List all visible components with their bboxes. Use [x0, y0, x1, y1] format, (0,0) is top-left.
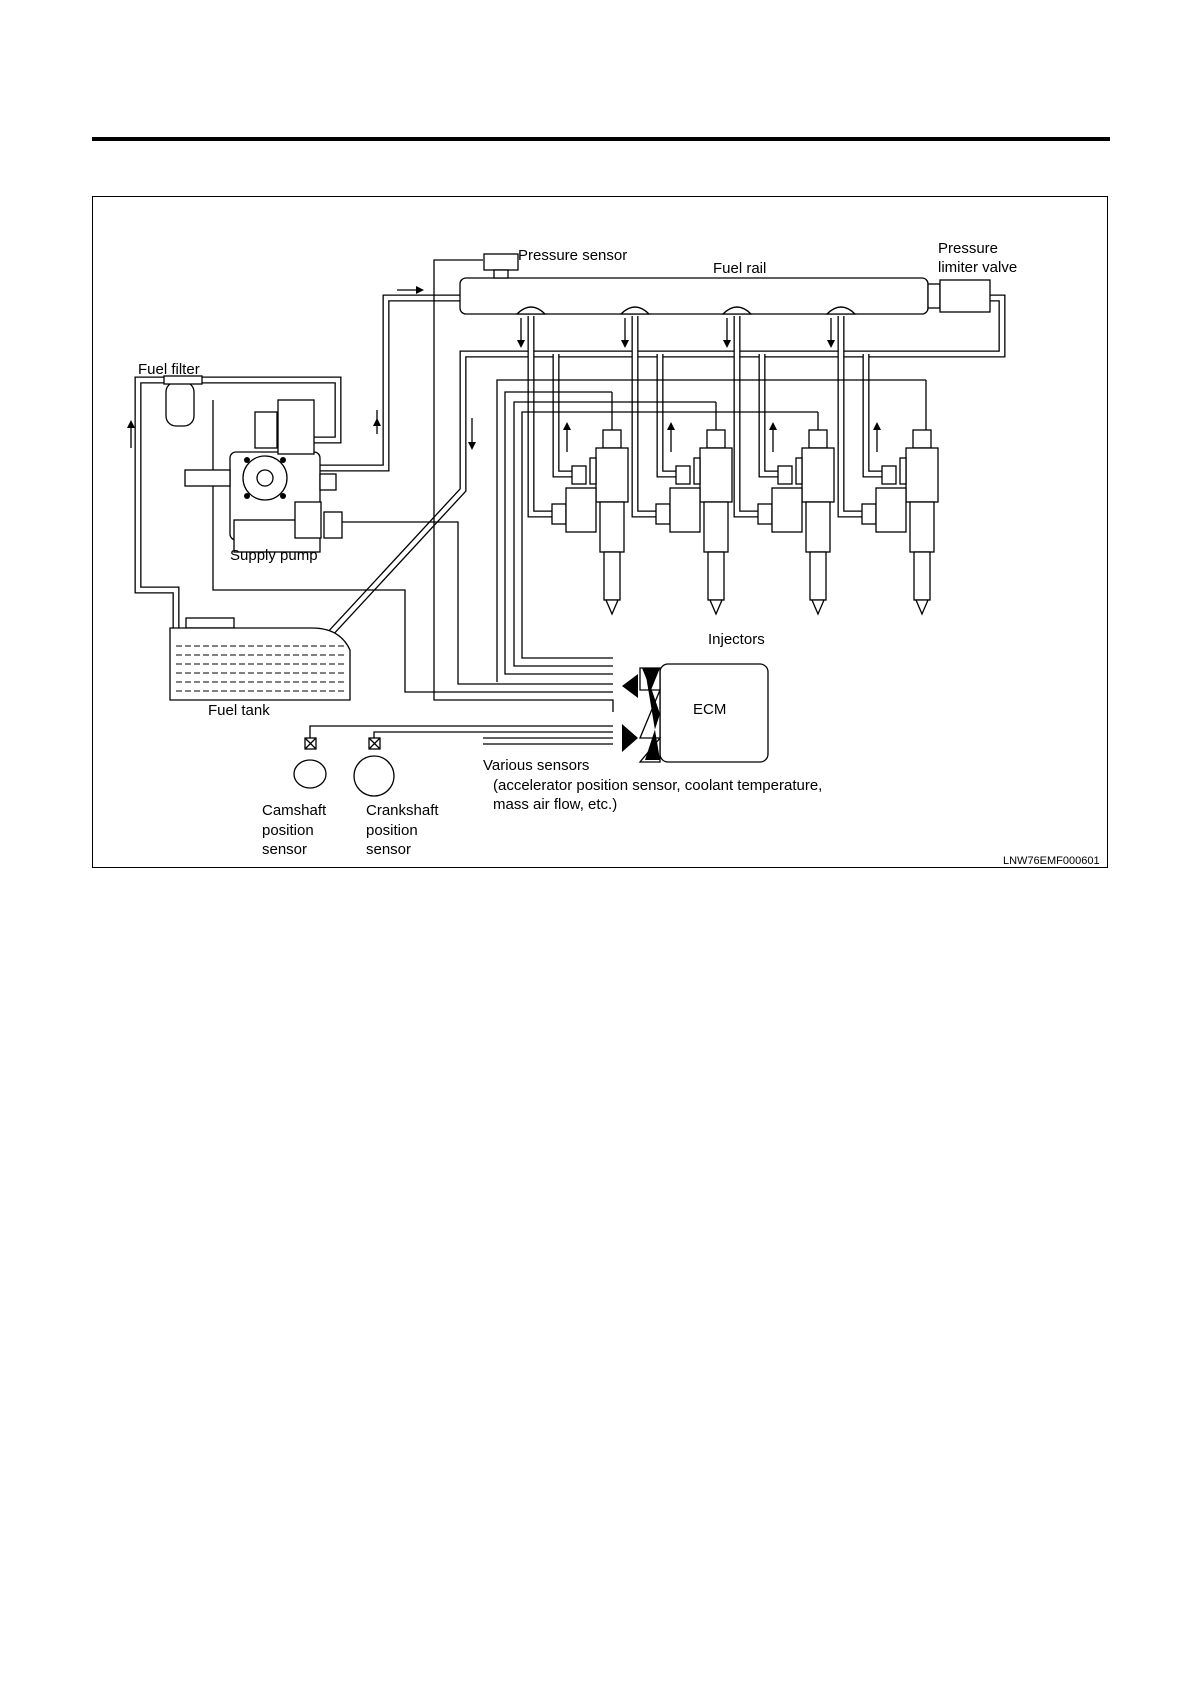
label-pressure-limiter-1: Pressure [938, 240, 998, 257]
label-pressure-limiter-2: limiter valve [938, 259, 1017, 276]
fuel-tank [170, 618, 350, 700]
injector-3 [758, 430, 834, 614]
injector-1 [552, 430, 628, 614]
label-injectors: Injectors [708, 631, 765, 648]
label-crankshaft-2: position [366, 822, 418, 839]
camshaft-position-sensor [294, 738, 326, 788]
injector-4 [862, 430, 938, 614]
label-various-sensors-3: mass air flow, etc.) [493, 796, 617, 813]
label-ecm: ECM [693, 701, 726, 718]
pressure-limiter-valve [928, 280, 990, 312]
label-camshaft-3: sensor [262, 841, 307, 858]
label-fuel-rail: Fuel rail [713, 260, 766, 277]
fuel-rail [460, 278, 928, 314]
injector-2 [656, 430, 732, 614]
label-pressure-sensor: Pressure sensor [518, 247, 627, 264]
label-crankshaft-1: Crankshaft [366, 802, 439, 819]
label-camshaft-2: position [262, 822, 314, 839]
label-various-sensors-2: (accelerator position sensor, coolant te… [493, 777, 822, 794]
pressure-sensor [484, 254, 518, 278]
crankshaft-position-sensor [354, 738, 394, 796]
label-various-sensors-1: Various sensors [483, 757, 589, 774]
label-camshaft-1: Camshaft [262, 802, 327, 819]
supply-pump [185, 400, 342, 552]
label-fuel-filter: Fuel filter [138, 361, 200, 378]
label-crankshaft-3: sensor [366, 841, 411, 858]
label-supply-pump: Supply pump [230, 547, 318, 564]
figure-code: LNW76EMF000601 [1003, 855, 1100, 867]
fuel-filter [164, 376, 202, 426]
label-fuel-tank: Fuel tank [208, 702, 270, 719]
